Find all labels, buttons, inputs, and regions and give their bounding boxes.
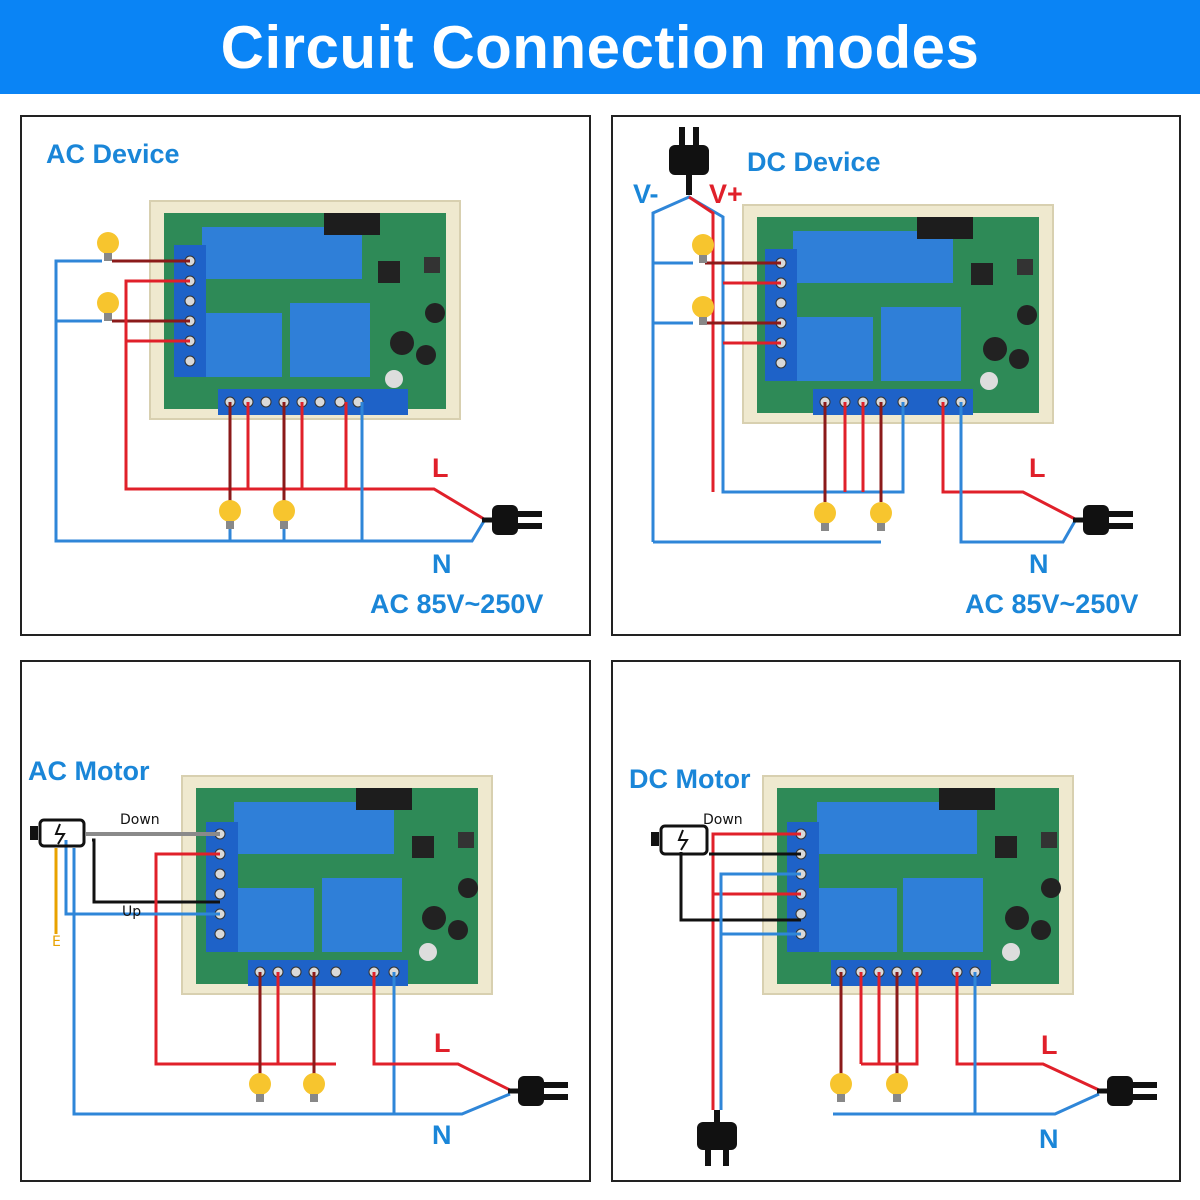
neutral-label: N (1029, 549, 1049, 579)
up-label: Up (122, 904, 142, 920)
panel-dc-motor: DC Motor Down L N (611, 660, 1181, 1182)
down-label: Down (120, 812, 160, 828)
motor-icon (651, 824, 709, 856)
earth-label: E (52, 934, 61, 950)
panel-dc-device: DC Device V- V+ L N AC 85V~250V (611, 115, 1181, 636)
down-label: Down (703, 812, 743, 828)
dc-motor-wiring (651, 775, 1157, 1166)
relay-board (762, 775, 1074, 995)
panel-title: AC Motor (28, 756, 150, 786)
dc-plug-icon (697, 1110, 737, 1166)
wires (54, 832, 511, 1116)
bulb-icon (830, 1073, 908, 1102)
neutral-label: N (432, 549, 452, 579)
plug-icon (508, 1076, 568, 1106)
voltage-label: AC 85V~250V (370, 589, 544, 619)
relay-board (742, 204, 1054, 424)
dc-plug-icon (669, 127, 709, 195)
ac-device-wiring (54, 200, 542, 543)
plug-icon (1097, 1076, 1157, 1106)
plug-icon (482, 505, 542, 535)
relay-board (181, 775, 493, 995)
voltage-label: AC 85V~250V (965, 589, 1139, 619)
panel-ac-device: AC Device L N AC 85V~250V (20, 115, 591, 636)
plug-icon (1073, 505, 1133, 535)
live-label: L (434, 1028, 451, 1058)
live-label: L (1041, 1030, 1058, 1060)
panel-ac-motor: AC Motor Down Up E L N (20, 660, 591, 1182)
panel-title: AC Device (46, 139, 180, 169)
panel-title: DC Device (747, 147, 881, 177)
dc-device-wiring (651, 127, 1133, 544)
relay-board (149, 200, 461, 420)
header-banner: Circuit Connection modes (0, 0, 1200, 94)
bulb-icon (249, 1073, 325, 1102)
wires (651, 195, 1077, 544)
live-label: L (432, 453, 449, 483)
pos-label: V+ (709, 179, 743, 209)
panel-title: DC Motor (629, 764, 751, 794)
neutral-label: N (1039, 1124, 1059, 1154)
live-label: L (1029, 453, 1046, 483)
bulb-icon (97, 232, 295, 529)
motor-icon (30, 818, 86, 848)
page-title: Circuit Connection modes (220, 13, 980, 81)
terminals-left (184, 255, 196, 367)
neutral-label: N (432, 1120, 452, 1150)
wires (679, 832, 1100, 1116)
neg-label: V- (633, 179, 659, 209)
ac-motor-wiring (30, 775, 568, 1116)
bulb-icon (692, 234, 892, 531)
